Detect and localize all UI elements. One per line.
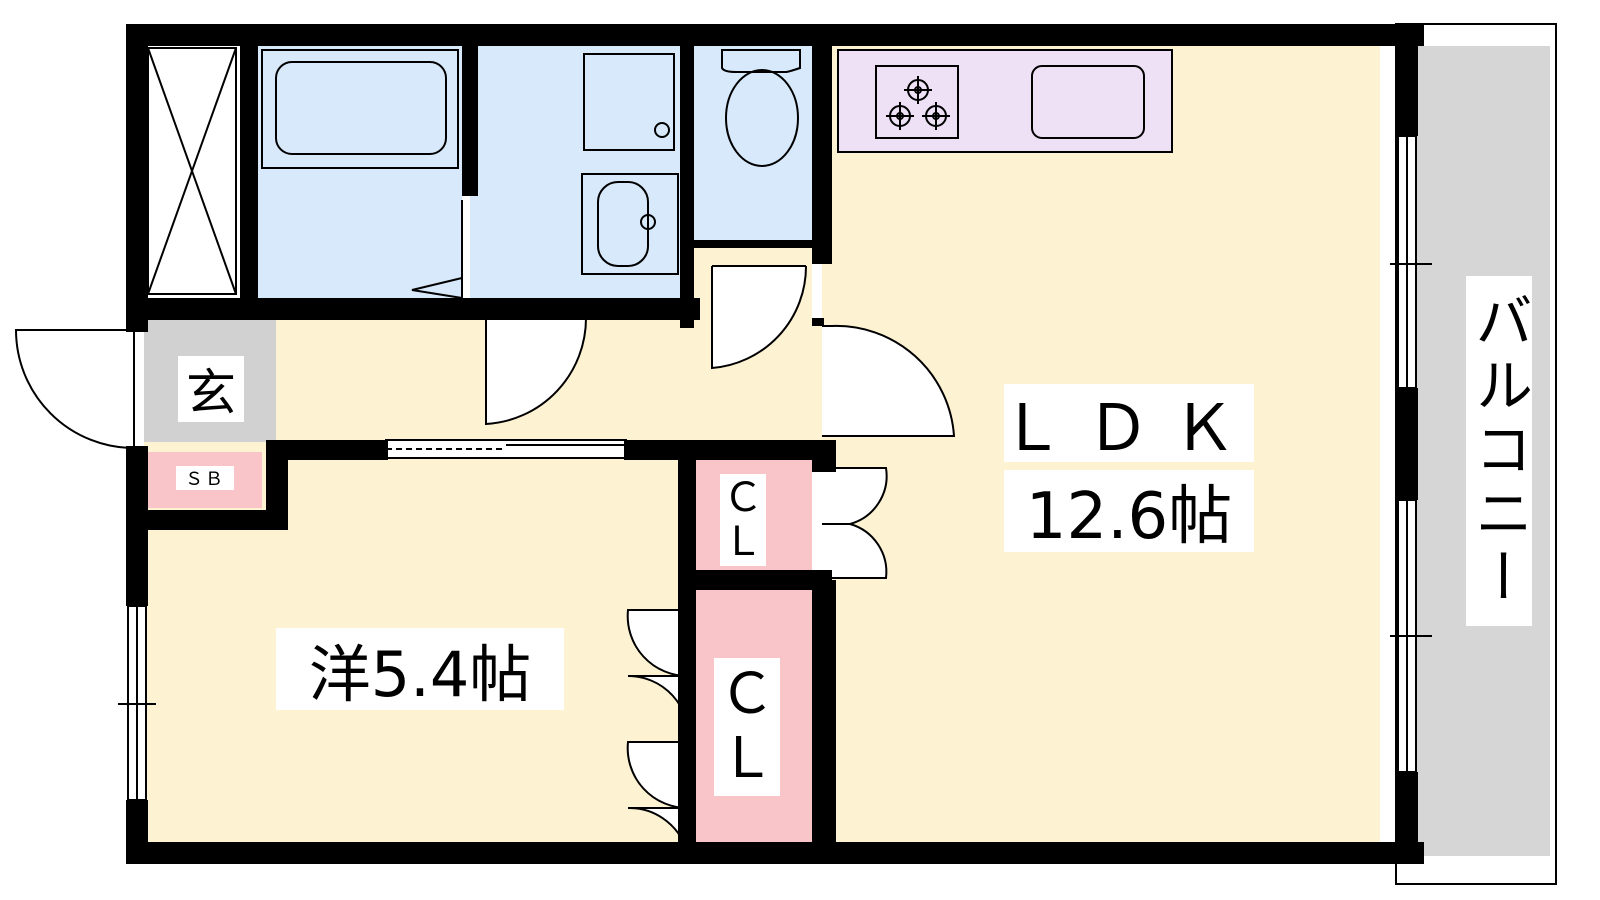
toilet-bowl-icon: [725, 69, 799, 167]
stove-top: [875, 65, 959, 139]
bathtub-basin: [275, 61, 447, 155]
bathroom-floor: [256, 44, 462, 298]
walls: [126, 24, 1424, 864]
closet-large-label-l: Ｌ: [719, 726, 775, 791]
door-swings: [14, 200, 956, 857]
closet-small-label-c: Ｃ: [723, 475, 763, 521]
balcony-label: バルコニー: [1465, 276, 1533, 626]
washing-machine-drain-icon: [654, 122, 670, 138]
storage-cross-line: [147, 47, 237, 295]
ldk-label: ＬＤＫ: [1000, 384, 1254, 466]
burner-icon: [886, 76, 950, 130]
western-room-label: 洋5.4帖: [276, 628, 564, 711]
toilet-tank-icon: [721, 49, 801, 73]
entrance-label: 玄: [178, 356, 244, 422]
bathtub-icon: [261, 49, 459, 169]
kitchen-sink-icon: [1031, 65, 1145, 139]
closet-large-label-c: Ｃ: [719, 662, 775, 727]
ldk-size-label: 12.6帖: [1004, 470, 1254, 554]
toilet-floor: [690, 44, 812, 242]
shoe-box-label: ＳＢ: [176, 466, 234, 490]
closet-small-label-l: Ｌ: [723, 519, 763, 565]
washbasin-icon: [597, 181, 649, 267]
faucet-icon: [640, 214, 656, 230]
closet-small-label: Ｃ Ｌ: [720, 474, 766, 566]
washroom-floor: [470, 44, 682, 298]
vanity-icon: [581, 173, 679, 275]
closet-large-label: Ｃ Ｌ: [714, 658, 780, 796]
washing-machine-icon: [583, 53, 675, 151]
